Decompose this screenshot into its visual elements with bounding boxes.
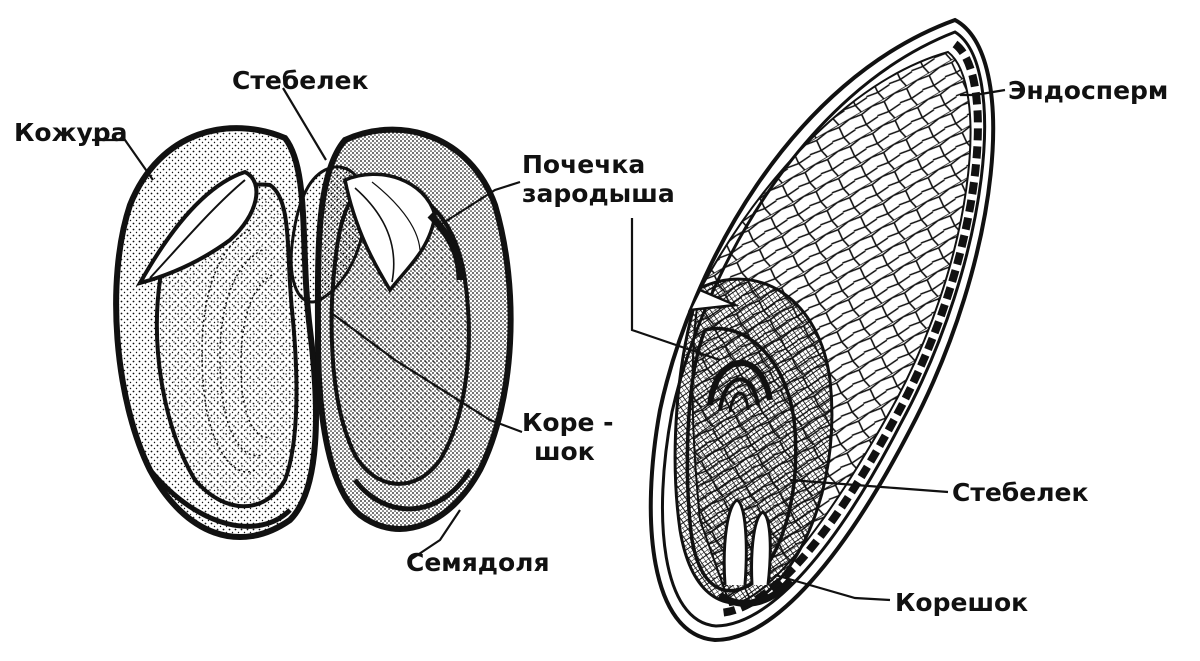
- label-bean-root: Коре - шок: [522, 408, 614, 466]
- bean-seed-illustration: [116, 128, 511, 537]
- label-bean-stem: Стебелек: [232, 66, 368, 95]
- label-grain-stem: Стебелек: [952, 478, 1088, 507]
- label-cotyledon: Семядоля: [406, 548, 550, 577]
- label-embryo-bud-line2: зародыша: [522, 179, 675, 208]
- label-endosperm: Эндосперм: [1008, 76, 1168, 105]
- label-bean-root-line1: Коре -: [522, 408, 614, 437]
- label-seed-coat: Кожура: [14, 118, 128, 147]
- wheat-grain-illustration: [651, 20, 993, 640]
- label-grain-root: Корешок: [895, 588, 1028, 617]
- label-embryo-bud: Почечка зародыша: [522, 150, 675, 208]
- label-embryo-bud-line1: Почечка: [522, 150, 675, 179]
- label-bean-root-line2: шок: [522, 437, 614, 466]
